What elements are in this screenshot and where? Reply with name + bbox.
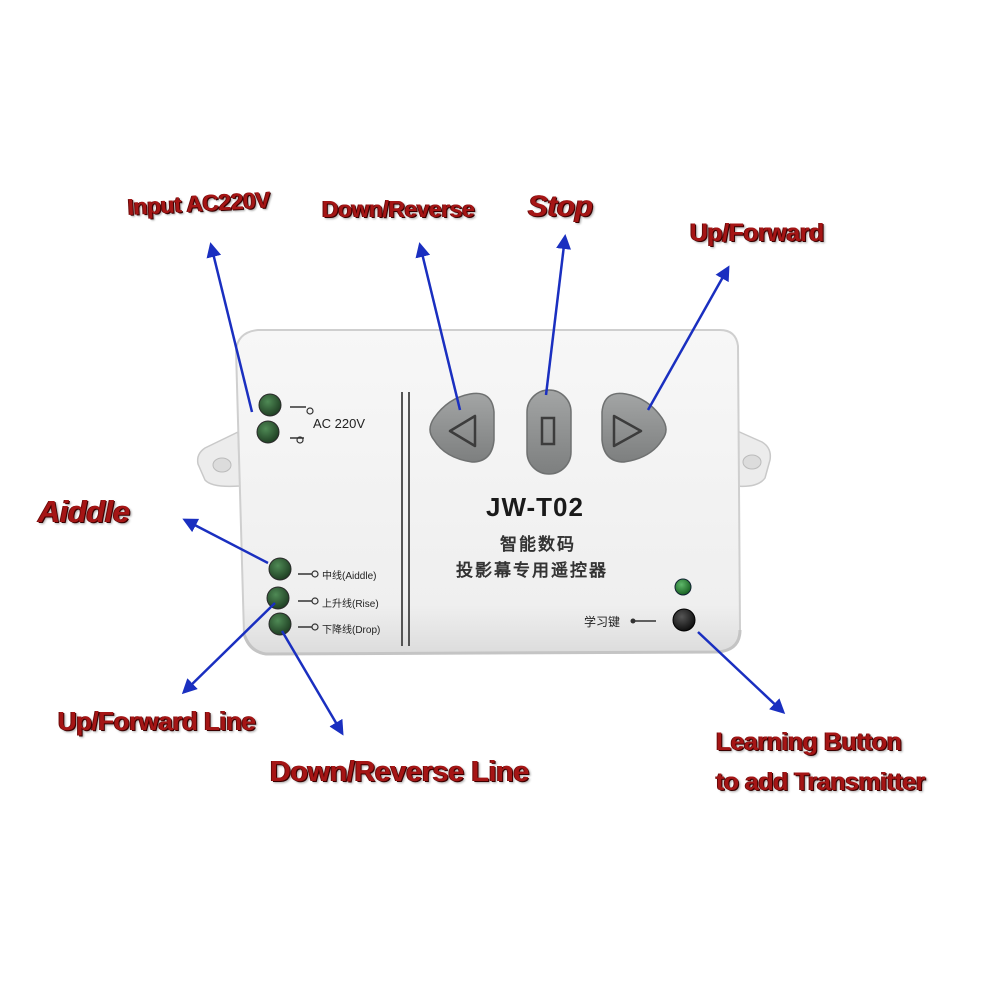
left-arrow-icon bbox=[448, 414, 477, 448]
learning-button-callout-line2: to add Transmitter bbox=[716, 768, 926, 796]
stop-button bbox=[526, 389, 572, 475]
stop-icon bbox=[540, 416, 556, 446]
learning-button-callout-line1: Learning Button bbox=[716, 728, 902, 756]
learning-button bbox=[672, 608, 696, 632]
learn-key-label: 学习键 bbox=[584, 615, 621, 629]
model-number: JW-T02 bbox=[486, 492, 584, 522]
down-reverse-line-callout: Down/Reverse Line bbox=[270, 756, 530, 788]
right-arrow-icon bbox=[612, 414, 643, 448]
down-reverse-callout: Down/Reverse bbox=[322, 196, 475, 222]
ac-voltage-label: AC 220V bbox=[313, 416, 366, 431]
terminal-label-rise: 上升线(Rise) bbox=[322, 599, 379, 610]
callout-arrows bbox=[181, 234, 786, 736]
terminal-label-drop: 下降线(Drop) bbox=[322, 625, 381, 636]
product-subtitle-2: 投影幕专用遥控器 bbox=[456, 561, 608, 580]
up-forward-button bbox=[601, 392, 667, 463]
down-reverse-button bbox=[429, 392, 495, 463]
aiddle-callout: Aiddle bbox=[38, 494, 130, 529]
stop-callout: Stop bbox=[528, 190, 593, 223]
up-forward-callout: Up/Forward bbox=[690, 219, 824, 247]
terminal-label-middle: 中线(Aiddle) bbox=[322, 571, 377, 582]
product-subtitle-1: 智能数码 bbox=[500, 535, 576, 554]
up-forward-line-callout: Up/Forward Line bbox=[58, 706, 256, 736]
status-led bbox=[674, 578, 692, 596]
